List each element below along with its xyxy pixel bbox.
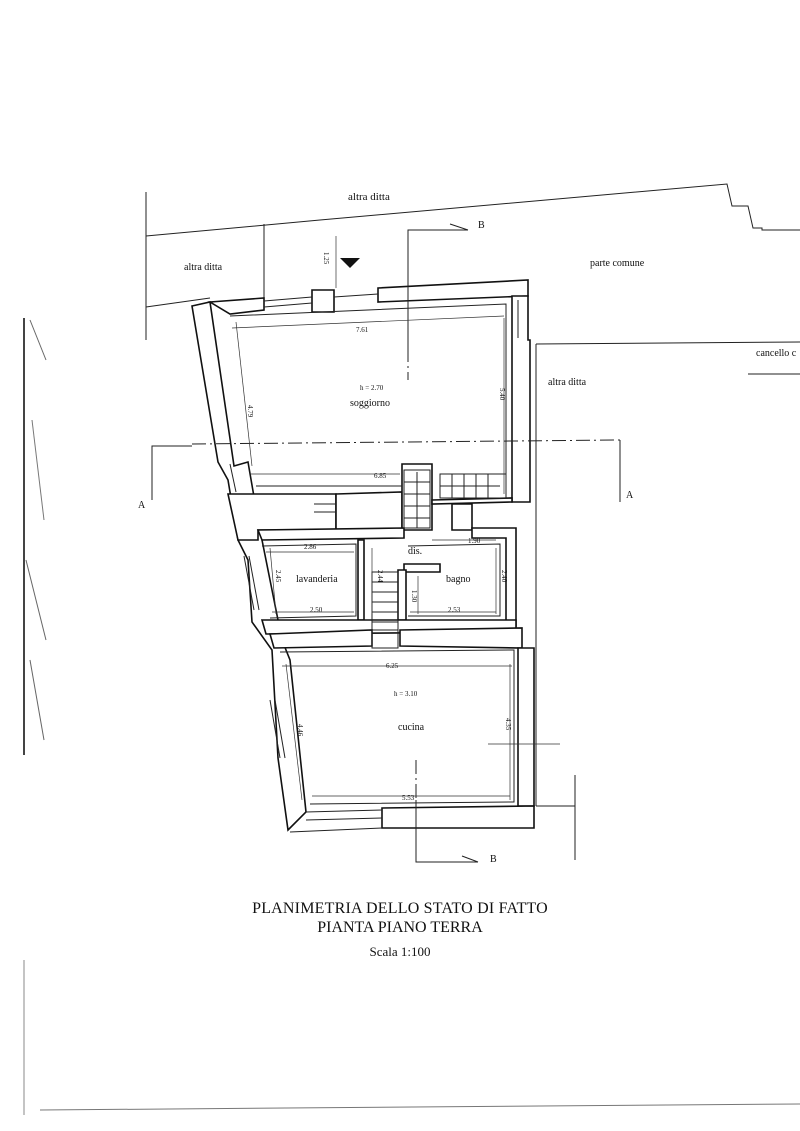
dim-244: 2.44	[376, 570, 384, 583]
section-b-top: B	[478, 220, 485, 231]
dim-479: 4.79	[246, 405, 254, 418]
cucina-label: cucina	[398, 722, 425, 733]
section-lines	[151, 223, 621, 863]
neighbor-right-label: altra ditta	[548, 377, 587, 388]
dim-685: 6.85	[374, 472, 387, 480]
dis-label: dis.	[408, 546, 422, 557]
neighbor-left-label: altra ditta	[184, 262, 223, 273]
plan-title: PLANIMETRIA DELLO STATO DI FATTO	[252, 900, 548, 917]
entrance-arrow-icon	[340, 258, 360, 268]
neighbor-top-label: altra ditta	[348, 191, 390, 203]
boundary-lines	[145, 183, 800, 860]
bagno-label: bagno	[446, 574, 470, 585]
dim-253: 2.53	[448, 606, 461, 614]
section-a-left: A	[138, 500, 146, 511]
walls	[191, 279, 535, 833]
dim-625: 6.25	[386, 662, 399, 670]
dim-446: 4.46	[296, 724, 304, 737]
dim-250: 2.50	[310, 606, 323, 614]
section-b-bottom: B	[490, 854, 497, 865]
dim-190: 1.90	[468, 537, 481, 545]
dim-125: 1.25	[322, 252, 330, 265]
soggiorno-height: h = 2.70	[360, 384, 384, 392]
dim-245: 2.45	[274, 570, 282, 583]
dim-286: 2.86	[304, 543, 317, 551]
dim-761: 7.61	[356, 326, 369, 334]
common-area-label: parte comune	[590, 258, 645, 269]
dim-540: 5.40	[498, 388, 506, 401]
plan-scale: Scala 1:100	[369, 944, 431, 959]
section-a-right: A	[626, 490, 634, 501]
dim-130: 1.30	[410, 590, 418, 603]
cucina-height: h = 3.10	[394, 690, 418, 698]
inner-lines	[229, 303, 515, 805]
dimension-lines	[231, 236, 560, 801]
plan-subtitle: PIANTA PIANO TERRA	[317, 919, 483, 936]
dim-435: 4.35	[504, 718, 512, 731]
gate-label: cancello c	[756, 348, 797, 359]
stairs	[371, 469, 507, 649]
dim-553: 5.53	[402, 794, 415, 802]
soggiorno-label: soggiorno	[350, 398, 390, 409]
scan-marks	[23, 318, 800, 1115]
dim-240: 2.40	[500, 570, 508, 583]
lavanderia-label: lavanderia	[296, 574, 338, 585]
